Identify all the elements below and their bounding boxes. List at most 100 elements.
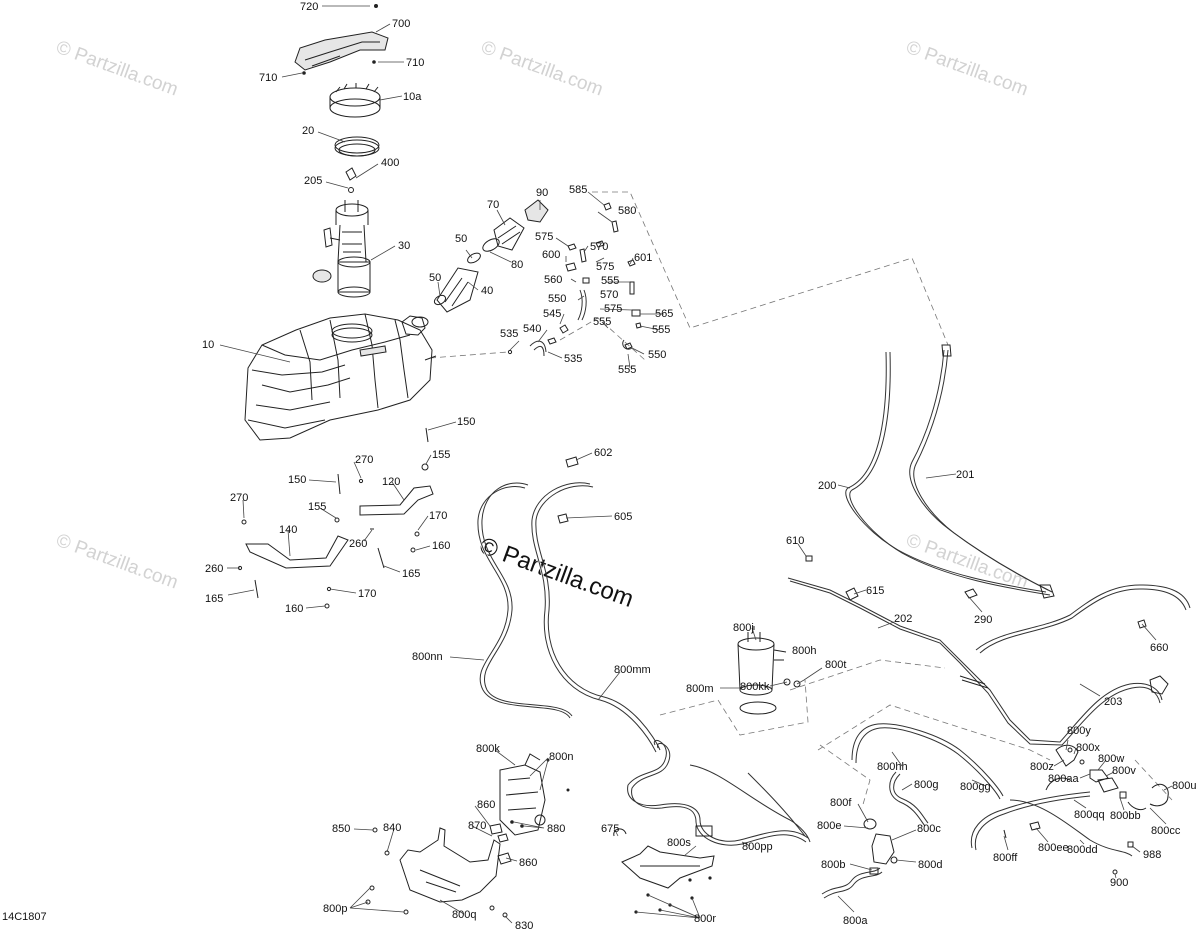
part-callout: 800j xyxy=(733,622,754,634)
fuel-tank-10 xyxy=(244,313,437,441)
part-callout: 710 xyxy=(406,57,424,69)
part-callout: 170 xyxy=(358,588,376,600)
part-callout: 988 xyxy=(1143,849,1161,861)
fitting-400-205 xyxy=(345,167,357,193)
part-callout: 555 xyxy=(593,316,611,328)
part-callout: 203 xyxy=(1104,696,1122,708)
part-callout: 800kk xyxy=(740,681,770,693)
part-callout: 555 xyxy=(618,364,636,376)
part-callout: 800m xyxy=(686,683,714,695)
part-callout: 555 xyxy=(601,275,619,287)
leader-lines xyxy=(219,5,1173,924)
part-callout: 800v xyxy=(1112,765,1136,777)
assembly-dashed-lines xyxy=(429,191,1173,809)
diagram-code: 14C1807 xyxy=(2,911,47,923)
part-callout: 800a xyxy=(843,915,868,927)
part-callout: 615 xyxy=(866,585,884,597)
callout-labels: 720 700 710 710 10a 20 400 205 30 10 90 … xyxy=(202,1,1196,932)
part-callout: 540 xyxy=(523,323,541,335)
filler-neck-assembly xyxy=(433,199,549,313)
part-callout: 800f xyxy=(830,797,852,809)
part-callout: 800gg xyxy=(960,781,991,793)
part-callout: 200 xyxy=(818,480,836,492)
part-callout: 550 xyxy=(548,293,566,305)
part-callout: 605 xyxy=(614,511,632,523)
part-callout: 155 xyxy=(432,449,450,461)
part-callout: 570 xyxy=(600,289,618,301)
part-callout: 90 xyxy=(536,187,548,199)
part-callout: 170 xyxy=(429,510,447,522)
part-callout: 150 xyxy=(457,416,475,428)
part-callout: 870 xyxy=(468,820,486,832)
part-callout: 140 xyxy=(279,524,297,536)
part-callout: 800dd xyxy=(1067,844,1098,856)
part-callout: 70 xyxy=(487,199,499,211)
purge-hose-800pp xyxy=(613,740,811,846)
part-callout: 20 xyxy=(302,125,314,137)
part-callout: 270 xyxy=(230,492,248,504)
part-callout: 800hh xyxy=(877,761,908,773)
part-callout: 120 xyxy=(382,476,400,488)
watermark-group: © Partzilla.com © Partzilla.com © Partzi… xyxy=(53,37,1030,613)
part-callout: 165 xyxy=(402,568,420,580)
part-callout: 830 xyxy=(515,920,533,932)
part-callout: 850 xyxy=(332,823,350,835)
part-callout: 800r xyxy=(694,913,716,925)
part-callout: 555 xyxy=(652,324,670,336)
part-callout: 290 xyxy=(974,614,992,626)
part-callout: 201 xyxy=(956,469,974,481)
watermark: © Partzilla.com xyxy=(53,530,180,594)
part-callout: 535 xyxy=(500,328,518,340)
part-callout: 800s xyxy=(667,837,691,849)
part-callout: 535 xyxy=(564,353,582,365)
watermark: © Partzilla.com xyxy=(903,37,1030,101)
part-callout: 800w xyxy=(1098,753,1124,765)
part-callout: 610 xyxy=(786,535,804,547)
part-callout: 150 xyxy=(288,474,306,486)
part-callout: 675 xyxy=(601,823,619,835)
part-callout: 800q xyxy=(452,909,476,921)
part-callout: 720 xyxy=(300,1,318,13)
part-callout: 575 xyxy=(604,303,622,315)
part-callout: 800h xyxy=(792,645,816,657)
part-callout: 800p xyxy=(323,903,347,915)
part-callout: 602 xyxy=(594,447,612,459)
part-callout: 660 xyxy=(1150,642,1168,654)
heat-shield-800s xyxy=(621,845,715,914)
part-callout: 160 xyxy=(285,603,303,615)
part-callout: 550 xyxy=(648,349,666,361)
part-callout: 260 xyxy=(349,538,367,550)
evap-canister-800j xyxy=(737,626,801,715)
part-callout: 155 xyxy=(308,501,326,513)
part-callout: 800t xyxy=(825,659,846,671)
vent-hoses-800nn-800mm xyxy=(476,456,661,753)
part-callout: 800x xyxy=(1076,742,1100,754)
fuel-tank-cover-700 xyxy=(294,4,389,75)
part-callout: 800ee xyxy=(1038,842,1069,854)
part-callout: 800aa xyxy=(1048,773,1079,785)
part-callout: 800d xyxy=(918,859,942,871)
purge-valve-assembly-800k xyxy=(489,753,570,865)
vent-hose-cluster xyxy=(507,202,642,357)
part-callout: 205 xyxy=(304,175,322,187)
part-callout: 800c xyxy=(917,823,941,835)
part-callout: 600 xyxy=(542,249,560,261)
part-callout: 800cc xyxy=(1151,825,1181,837)
part-callout: 560 xyxy=(544,274,562,286)
part-callout: 260 xyxy=(205,563,223,575)
part-callout: 800y xyxy=(1067,725,1091,737)
fuel-lines-200-203 xyxy=(787,344,1191,746)
part-callout: 270 xyxy=(355,454,373,466)
part-callout: 800z xyxy=(1030,761,1054,773)
part-callout: 800qq xyxy=(1074,809,1105,821)
part-callout: 700 xyxy=(392,18,410,30)
part-callout: 800b xyxy=(821,859,845,871)
part-callout: 800nn xyxy=(412,651,443,663)
part-callout: 565 xyxy=(655,308,673,320)
part-callout: 800pp xyxy=(742,841,773,853)
part-callout: 601 xyxy=(634,252,652,264)
part-callout: 165 xyxy=(205,593,223,605)
part-callout: 575 xyxy=(535,231,553,243)
